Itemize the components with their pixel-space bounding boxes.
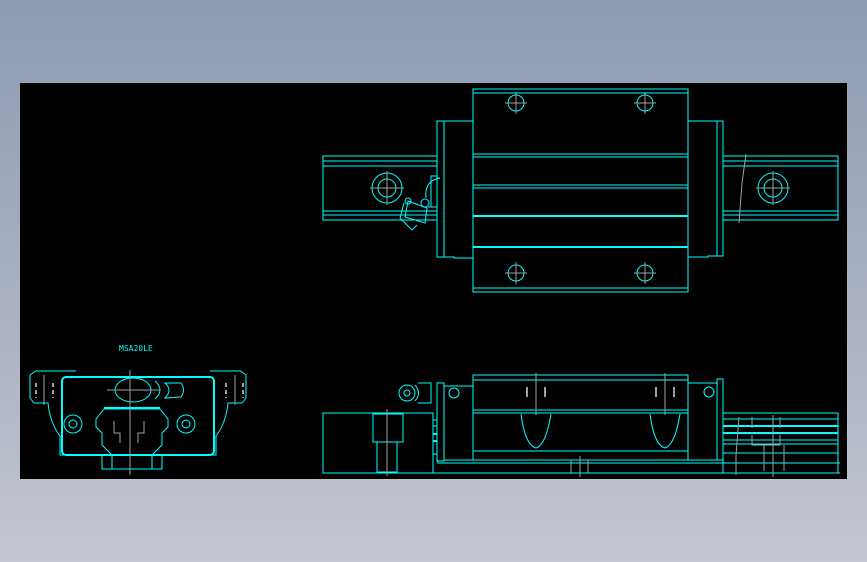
break-line: [738, 153, 747, 224]
side-hole-icon: [63, 414, 83, 434]
end-seal-right: [688, 120, 724, 258]
grease-nipple-end: [107, 377, 184, 403]
end-seal-left: [436, 120, 473, 259]
rail-right: [722, 153, 839, 224]
side-view: [322, 373, 840, 477]
end-view: MSA20LE: [29, 344, 247, 475]
mounting-hole-icon: [505, 262, 527, 284]
cad-drawing-canvas[interactable]: MSA20LE: [20, 83, 847, 479]
carriage-block-top: [472, 88, 689, 293]
break-line: [735, 416, 740, 475]
mounting-hole-icon: [634, 92, 656, 114]
rail-left: [322, 155, 438, 221]
hidden-bolt-lines: [35, 375, 244, 443]
model-label: MSA20LE: [119, 344, 153, 353]
top-view: [322, 88, 839, 293]
rail-side: [433, 412, 840, 474]
mounting-hole-icon: [505, 92, 527, 114]
side-hole-icon: [176, 414, 196, 434]
mounting-hole-icon: [634, 262, 656, 284]
grease-nipple-side: [398, 382, 432, 404]
grease-nipple-top: [399, 175, 441, 231]
rail-stopper: [322, 412, 434, 474]
